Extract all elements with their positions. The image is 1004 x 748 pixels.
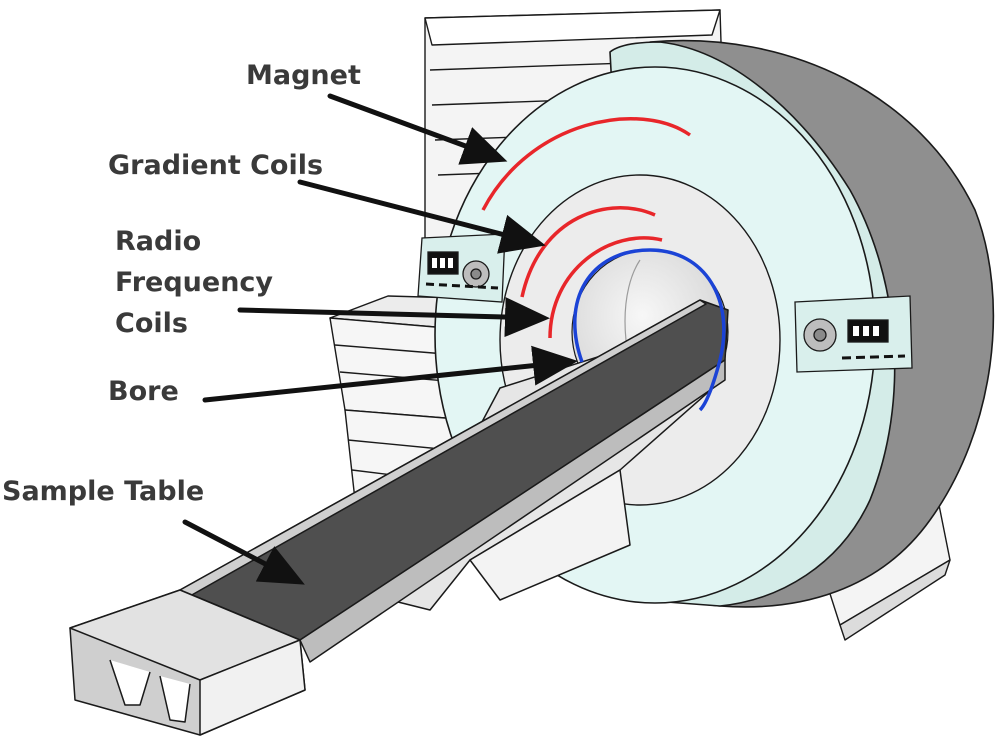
left-control-panel (417, 233, 506, 303)
gradient-coil-arc (520, 206, 656, 298)
gradient-coils-label: Gradient Coils (108, 150, 324, 181)
gradient-coils-arrow (297, 179, 546, 254)
rf-coil-arc (548, 236, 663, 339)
radio-frequency-coils-label: Radio Frequency Coils (115, 221, 273, 344)
bore-ring (573, 248, 726, 412)
rf-coils-arrow (237, 297, 550, 338)
magnet-label: Magnet (246, 60, 361, 91)
leader-arrows (182, 93, 578, 585)
rf-label-line-1: Radio (115, 226, 202, 257)
sample-table-label: Sample Table (2, 476, 205, 507)
sample-table-arrow (182, 519, 305, 585)
bore-arrow (202, 345, 578, 403)
magnet-arrow (327, 93, 508, 165)
rf-label-line-3: Coils (115, 308, 188, 339)
magnet-coil-arc (481, 117, 692, 211)
bore-label: Bore (108, 376, 179, 407)
right-control-panel (794, 295, 913, 373)
rf-label-line-2: Frequency (115, 267, 274, 298)
